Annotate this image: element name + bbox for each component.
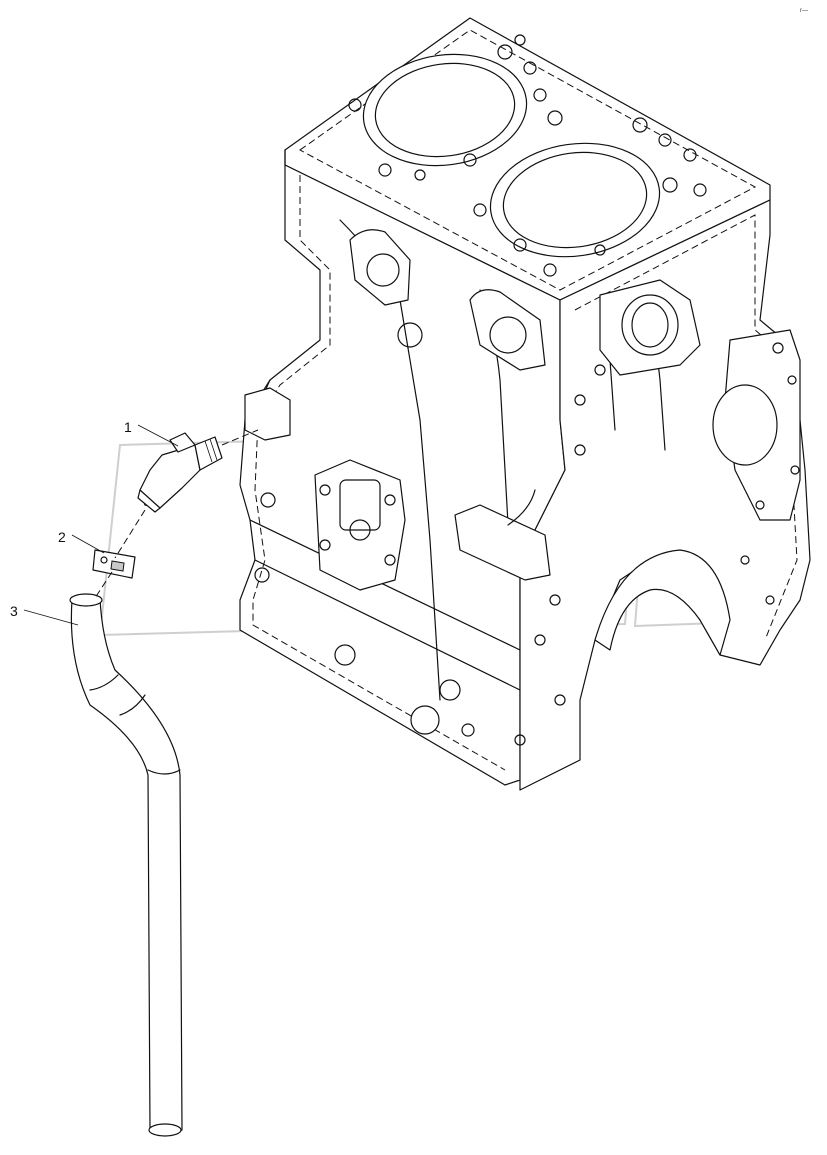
drain-cock-part-1 xyxy=(137,432,223,513)
callout-1: 1 xyxy=(124,419,132,435)
callout-3: 3 xyxy=(10,603,18,619)
cylinder-bore-2 xyxy=(489,142,661,258)
cylinder-block xyxy=(239,17,811,791)
callout-leaders xyxy=(23,424,179,626)
corner-mark: r— xyxy=(800,8,808,14)
hose-clip-part-2 xyxy=(92,549,136,579)
callout-2: 2 xyxy=(58,529,66,545)
cylinder-bore-1 xyxy=(362,53,528,167)
assembly-path-line xyxy=(94,429,259,599)
drain-hose-part-3 xyxy=(69,593,183,1137)
